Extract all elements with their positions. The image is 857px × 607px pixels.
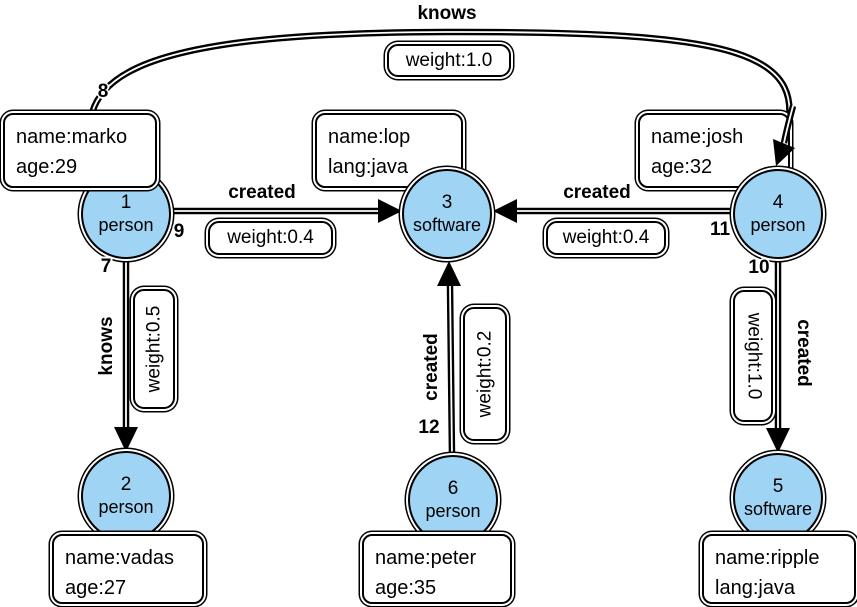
node-id: 3: [441, 191, 453, 213]
edge-id-12: 12: [418, 417, 440, 438]
weight-value: weight:0.4: [562, 227, 650, 248]
property-line: name:lop: [328, 126, 411, 148]
properties-box-marko: name:marko age:29: [3, 113, 157, 188]
node-label: software: [743, 498, 813, 519]
property-line: name:vadas: [65, 547, 174, 569]
edge-id-11: 11: [709, 219, 731, 240]
node-id: 6: [447, 477, 459, 499]
node-4-josh: 4 person: [733, 169, 823, 259]
weight-box-created-1-3: weight:0.4: [208, 221, 333, 255]
edge-created-6-3: [446, 285, 456, 457]
node-id: 2: [120, 473, 132, 495]
weight-value: weight:1.0: [405, 49, 493, 71]
arrowhead-4-5: [766, 428, 790, 453]
weight-value: weight:0.5: [143, 305, 164, 393]
property-line: lang:java: [328, 156, 409, 178]
property-line: age:32: [651, 156, 713, 178]
node-id: 4: [772, 191, 784, 213]
node-label: person: [750, 214, 806, 235]
property-line: name:marko: [16, 126, 128, 148]
weight-box-knows-1-2: weight:0.5: [133, 289, 175, 409]
properties-box-vadas: name:vadas age:27: [52, 534, 204, 604]
node-5-ripple: 5 software: [733, 453, 823, 543]
edge-label-created-1-3: created: [228, 182, 296, 203]
edge-id-10: 10: [748, 257, 770, 278]
arrowhead-1-3: [378, 199, 402, 223]
node-label: person: [425, 500, 481, 521]
weight-box-created-4-3: weight:0.4: [546, 221, 666, 255]
node-label: person: [98, 214, 154, 235]
node-label: software: [412, 214, 482, 235]
property-line: age:29: [16, 156, 78, 178]
properties-box-ripple: name:ripple lang:java: [702, 534, 856, 604]
properties-box-lop: name:lop lang:java: [315, 113, 463, 188]
node-2-vadas: 2 person: [81, 451, 171, 541]
edge-label-created-4-5: created: [793, 319, 814, 387]
weight-value: weight:1.0: [743, 312, 764, 400]
arrowhead-4-3: [493, 199, 517, 223]
property-line: age:35: [375, 577, 437, 599]
property-line: name:peter: [375, 547, 477, 569]
weight-box-created-4-5: weight:1.0: [733, 290, 773, 422]
property-line: name:josh: [651, 126, 744, 148]
weight-box-knows-1-4: weight:1.0: [387, 44, 511, 77]
node-3-lop: 3 software: [402, 169, 492, 259]
edge-label-knows-1-2: knows: [96, 316, 117, 376]
node-id: 5: [772, 475, 784, 497]
edge-id-7: 7: [100, 256, 112, 277]
node-6-peter: 6 person: [408, 455, 498, 545]
weight-value: weight:0.2: [474, 330, 495, 418]
property-line: name:ripple: [715, 547, 820, 569]
arrowhead-1-2: [114, 427, 138, 452]
edge-id-9: 9: [173, 221, 185, 242]
edge-created-6-3-core: [449, 285, 453, 457]
arrowhead-6-3: [437, 261, 461, 286]
edge-id-8: 8: [97, 81, 109, 102]
node-label: person: [98, 496, 154, 517]
node-id: 1: [120, 191, 132, 213]
weight-box-created-6-3: weight:0.2: [463, 307, 507, 441]
edge-label-created-4-3: created: [563, 182, 631, 203]
weight-value: weight:0.4: [227, 227, 314, 248]
properties-box-peter: name:peter age:35: [362, 534, 512, 604]
property-line: lang:java: [715, 577, 796, 599]
edge-label-created-6-3: created: [421, 333, 442, 401]
edge-label-knows-1-4: knows: [417, 3, 477, 24]
property-line: age:27: [65, 577, 127, 599]
